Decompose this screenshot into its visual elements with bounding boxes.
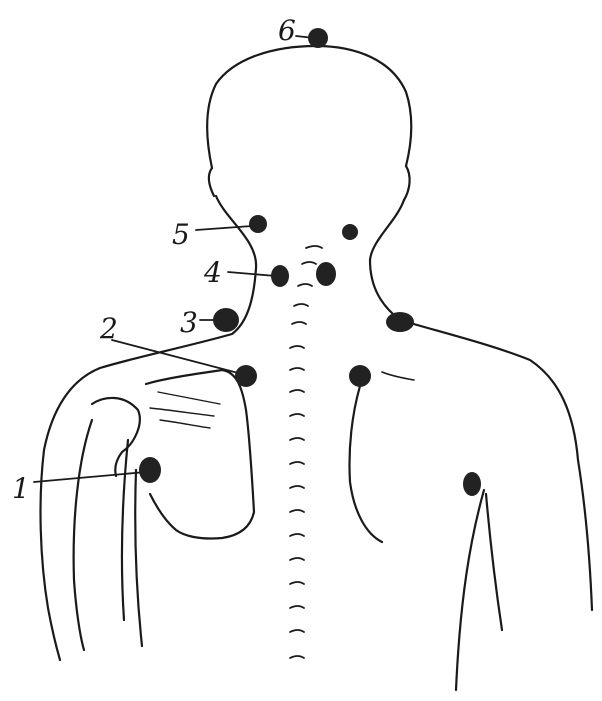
left-muscle-stroke-3 <box>160 420 210 428</box>
label-6: 6 <box>278 14 296 47</box>
vertebra <box>290 414 304 416</box>
vertebra <box>290 486 304 488</box>
point-4-left-dot <box>271 265 289 287</box>
label-3: 3 <box>180 306 198 339</box>
left-arm-line-a <box>74 420 92 650</box>
point-2-left-dot <box>235 365 257 387</box>
vertebra <box>290 558 304 560</box>
neck-right-outline <box>370 200 592 610</box>
left-scapula-outline <box>146 370 254 539</box>
point-6-dot <box>308 28 328 48</box>
right-arm-line-a <box>456 490 484 690</box>
vertebra <box>298 284 312 286</box>
vertebra <box>290 462 304 464</box>
point-3-right-dot <box>386 312 414 332</box>
right-arm-line-b <box>486 494 502 630</box>
vertebra <box>290 438 304 440</box>
vertebra <box>290 346 304 348</box>
vertebra <box>290 510 304 512</box>
vertebra <box>290 390 304 392</box>
head-outline <box>207 46 411 168</box>
right-ear <box>404 166 410 200</box>
label-1: 1 <box>12 472 30 505</box>
leader-lines <box>34 36 314 482</box>
vertebra <box>292 322 306 324</box>
left-arm-line-c <box>135 470 142 646</box>
left-muscle-stroke-1 <box>158 392 220 404</box>
spine <box>290 246 322 658</box>
label-4: 4 <box>203 256 222 289</box>
point-5-left-dot <box>249 215 267 233</box>
label-2: 2 <box>99 312 118 345</box>
label-5: 5 <box>172 218 190 251</box>
leader-line-2 <box>112 340 242 374</box>
vertebra <box>290 656 304 658</box>
vertebra <box>290 582 304 584</box>
vertebra <box>290 534 304 536</box>
leader-line-1 <box>34 472 146 482</box>
vertebra <box>290 606 304 608</box>
left-muscle-stroke-2 <box>150 408 214 416</box>
left-ear <box>209 168 214 196</box>
vertebra <box>290 368 304 370</box>
vertebra <box>302 262 316 264</box>
point-2-right-dot <box>349 365 371 387</box>
left-arm-line-b <box>122 440 128 620</box>
point-5-right-dot <box>342 224 358 240</box>
leader-line-4 <box>228 272 276 276</box>
right-scapula-outline <box>349 386 382 542</box>
point-3-left-dot <box>213 308 239 332</box>
vertebra <box>294 304 308 306</box>
point-4-right-dot <box>316 262 336 286</box>
leader-line-5 <box>196 226 252 230</box>
right-muscle-stroke <box>382 372 414 380</box>
neck-left-outline <box>41 196 257 660</box>
point-1-dot <box>139 457 161 483</box>
vertebra <box>306 246 322 248</box>
vertebra <box>290 630 304 632</box>
left-deltoid-curve <box>92 398 140 476</box>
point-right-arm-dot <box>463 472 481 496</box>
